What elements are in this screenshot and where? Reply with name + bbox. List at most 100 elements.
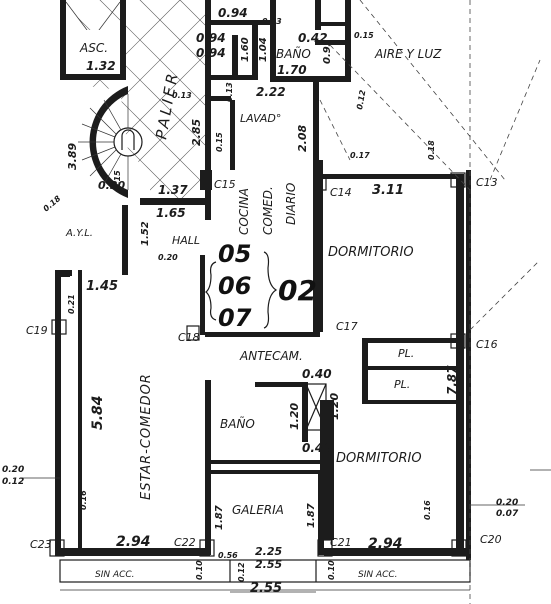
dim-012a: 0.12	[355, 89, 367, 110]
dim-255a: 2.55	[255, 558, 282, 571]
dim-013c: 0.13	[225, 82, 234, 102]
dim-094b: 0.94	[196, 31, 226, 45]
dim-584: 5.84	[90, 395, 106, 430]
column-c15: C15	[214, 178, 236, 191]
dim-294a: 2.94	[116, 534, 151, 550]
column-c19: C19	[26, 324, 48, 337]
room-label-ayl: A.Y.L.	[65, 228, 93, 239]
dim-010b: 0.10	[327, 560, 336, 580]
dim-170: 1.70	[277, 63, 307, 77]
unit-bracket	[263, 251, 278, 329]
dim-094a: 0.94	[218, 6, 248, 20]
dim-015c: 0.15	[215, 132, 224, 152]
column-c22: C22	[174, 536, 196, 549]
dim-120b: 1.20	[328, 393, 341, 420]
dim-017: 0.17	[350, 151, 370, 160]
dim-056: 0.56	[218, 551, 238, 560]
room-label-bano: BAÑO	[220, 416, 255, 431]
dim-787: 7.87	[445, 365, 459, 395]
room-label-estar-comedor: ESTAR-COMEDOR	[139, 373, 154, 500]
room-label-asc: ASC.	[79, 41, 108, 55]
dim-389: 3.89	[66, 143, 79, 170]
room-labels: ASC. PALIER BAÑO AIRE Y LUZ LAVAD° COCIN…	[65, 41, 442, 580]
dim-012b: 0.12	[2, 477, 24, 487]
room-label-dormitorio-2: DORMITORIO	[336, 451, 422, 466]
dim-093: 0.93	[322, 39, 333, 64]
column-c18: C18	[178, 331, 200, 344]
column-c23: C23	[30, 538, 52, 551]
dim-013b: 0.13	[172, 91, 192, 100]
dim-020b: 0.20	[2, 465, 24, 475]
dim-187b: 1.87	[306, 503, 317, 528]
dim-040: 0.40	[302, 367, 332, 381]
dim-030: 0.30	[98, 179, 125, 192]
column-c13: C13	[476, 176, 498, 189]
dim-018a: 0.18	[427, 140, 436, 160]
room-label-palier: PALIER	[152, 69, 182, 140]
room-label-sin-acc-left: SIN ACC.	[95, 570, 135, 580]
dim-120a: 1.20	[288, 403, 301, 430]
room-label-cocina: COCINA	[237, 188, 251, 235]
room-label-diario: DIARIO	[284, 183, 298, 225]
dim-015a: 0.15	[354, 31, 374, 40]
elevator-shaft	[60, 0, 126, 80]
dim-020a: 0.20	[158, 253, 178, 262]
unit-numbers: 05 06 07 02	[205, 240, 317, 332]
column-c17: C17	[336, 320, 358, 333]
dim-152: 1.52	[140, 221, 151, 246]
dim-285: 2.85	[190, 119, 203, 146]
room-label-comedor-diario: COMED.	[261, 186, 275, 235]
dim-294b: 2.94	[368, 536, 403, 552]
dim-132: 1.32	[86, 59, 116, 73]
dim-042: 0.42	[298, 31, 328, 45]
room-label-lavadero: LAVAD°	[240, 112, 281, 125]
dim-311: 3.11	[372, 183, 404, 198]
column-c14: C14	[330, 186, 352, 199]
unit-number-06: 06	[218, 272, 251, 300]
dim-016a: 0.16	[79, 490, 88, 510]
room-label-bano-top: BAÑO	[276, 46, 311, 61]
room-label-aire-luz: AIRE Y LUZ	[374, 47, 442, 61]
room-label-placard-1: PL.	[398, 347, 414, 360]
spiral-staircase	[78, 86, 143, 198]
dim-018b: 0.18	[42, 194, 63, 214]
dim-013a: 0.13	[262, 17, 282, 26]
dim-145: 1.45	[86, 279, 118, 294]
dim-010a: 0.10	[195, 560, 204, 580]
dim-012c: 0.12	[237, 562, 246, 582]
dim-137: 1.37	[158, 183, 188, 197]
dim-165: 1.65	[156, 206, 186, 220]
room-label-galeria: GALERIA	[232, 503, 284, 517]
walls	[49, 0, 471, 583]
dim-222: 2.22	[256, 85, 286, 99]
room-label-placard-2: PL.	[394, 378, 410, 391]
dim-104: 1.04	[258, 37, 269, 62]
projection-lines	[20, 0, 551, 604]
dim-160: 1.60	[240, 37, 251, 62]
dim-0410: 0.40	[302, 441, 332, 455]
unit-number-05: 05	[218, 240, 251, 268]
column-c20: C20	[480, 533, 502, 546]
unit-bracket-left	[205, 261, 217, 321]
dim-007: 0.07	[496, 509, 519, 519]
column-c16: C16	[476, 338, 498, 351]
dim-021: 0.21	[67, 294, 76, 314]
room-label-hall: HALL	[172, 234, 200, 247]
column-labels: C13 C14 C15 C16 C17 C18 C19 C20 C21 C22 …	[26, 176, 502, 551]
dim-208: 2.08	[296, 125, 309, 152]
dim-187a: 1.87	[214, 505, 225, 530]
dim-094c: 0.94	[196, 46, 226, 60]
room-label-sin-acc-right: SIN ACC.	[358, 570, 398, 580]
column-c21: C21	[330, 536, 352, 549]
dim-020c: 0.20	[496, 498, 518, 508]
room-label-dormitorio-1: DORMITORIO	[328, 245, 414, 260]
unit-number-07: 07	[218, 304, 252, 332]
room-label-antecam: ANTECAM.	[239, 349, 303, 363]
dim-225: 2.25	[255, 545, 282, 558]
dim-016b: 0.16	[423, 500, 432, 520]
dimension-labels: 0.94 0.13 0.94 0.94 1.60 1.04 0.42 0.15 …	[2, 6, 519, 596]
unit-code: 02	[278, 274, 317, 307]
dim-255b: 2.55	[250, 581, 282, 596]
dim-015b: 0.15	[113, 170, 122, 190]
